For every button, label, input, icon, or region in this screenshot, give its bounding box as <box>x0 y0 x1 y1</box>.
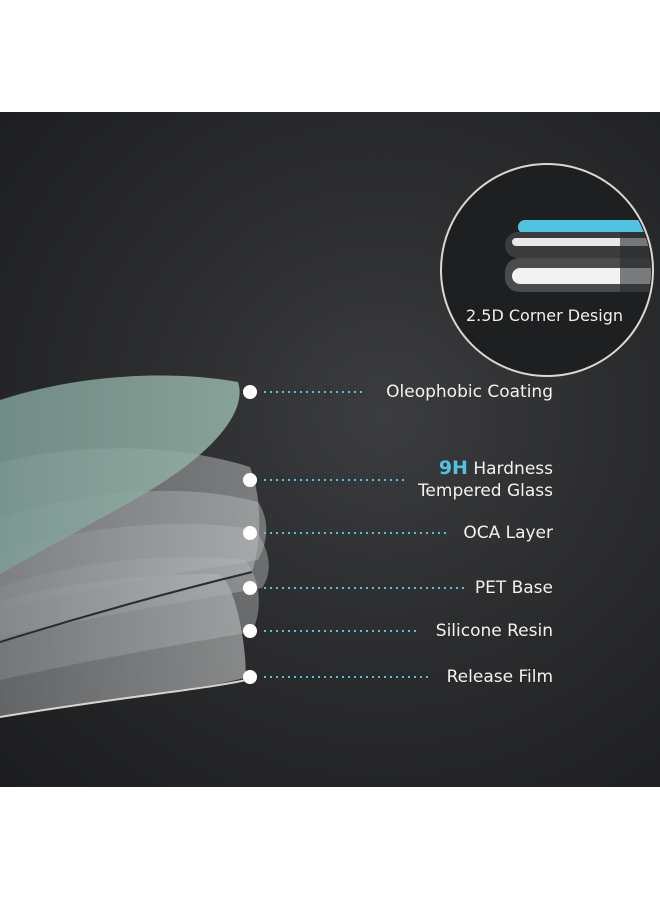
release-dot <box>243 670 257 684</box>
hardness-dot <box>243 473 257 487</box>
hardness-highlight: 9H <box>438 457 468 479</box>
oleophobic-dot <box>243 385 257 399</box>
layer-illustration <box>0 163 654 718</box>
label-oleophobic-coating: Oleophobic Coating <box>386 382 553 402</box>
product-diagram-panel: 2.5D Corner Design Oleophobic Coating 9H… <box>0 112 660 787</box>
hardness-text: Hardness <box>473 459 553 479</box>
release-text: Release Film <box>446 667 553 687</box>
corner-design-label: 2.5D Corner Design <box>466 306 623 325</box>
label-oca-layer: OCA Layer <box>463 523 553 543</box>
corner-design-badge <box>440 163 654 377</box>
label-hardness: 9H Hardness Tempered Glass <box>418 458 553 501</box>
label-release-film: Release Film <box>447 667 553 687</box>
oca-text: OCA Layer <box>463 523 553 543</box>
oleophobic-layer <box>0 375 240 574</box>
oca-dot <box>243 526 257 540</box>
pet-dot <box>243 581 257 595</box>
silicone-text: Silicone Resin <box>435 621 553 641</box>
label-pet-base: PET Base <box>475 578 553 598</box>
label-silicone-resin: Silicone Resin <box>436 621 553 641</box>
pet-text: PET Base <box>474 578 553 598</box>
oleophobic-text: Oleophobic Coating <box>386 382 553 402</box>
leader-lines <box>264 391 464 678</box>
tempered-glass-text: Tempered Glass <box>417 481 553 501</box>
silicone-dot <box>243 624 257 638</box>
